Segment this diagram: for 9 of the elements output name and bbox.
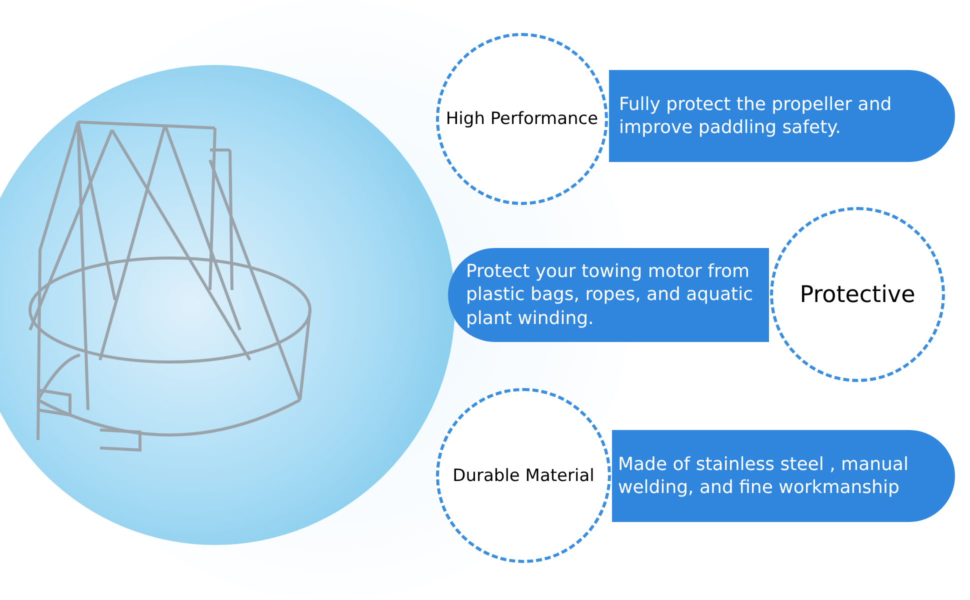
feature-title: High Performance xyxy=(446,109,598,129)
feature-title: Protective xyxy=(800,282,916,308)
feature-banner xyxy=(609,70,955,162)
feature-description: Made of stainless steel , manual welding, and fine workmanship xyxy=(618,452,910,500)
feature-description: Fully protect the propeller and improve paddling safety. xyxy=(619,92,893,140)
feature-banner xyxy=(448,248,769,342)
feature-description: Protect your towing motor from plastic bags, ropes, and aquatic plant winding. xyxy=(466,260,754,330)
feature-banner xyxy=(612,430,955,522)
feature-title: Durable Material xyxy=(452,466,594,486)
